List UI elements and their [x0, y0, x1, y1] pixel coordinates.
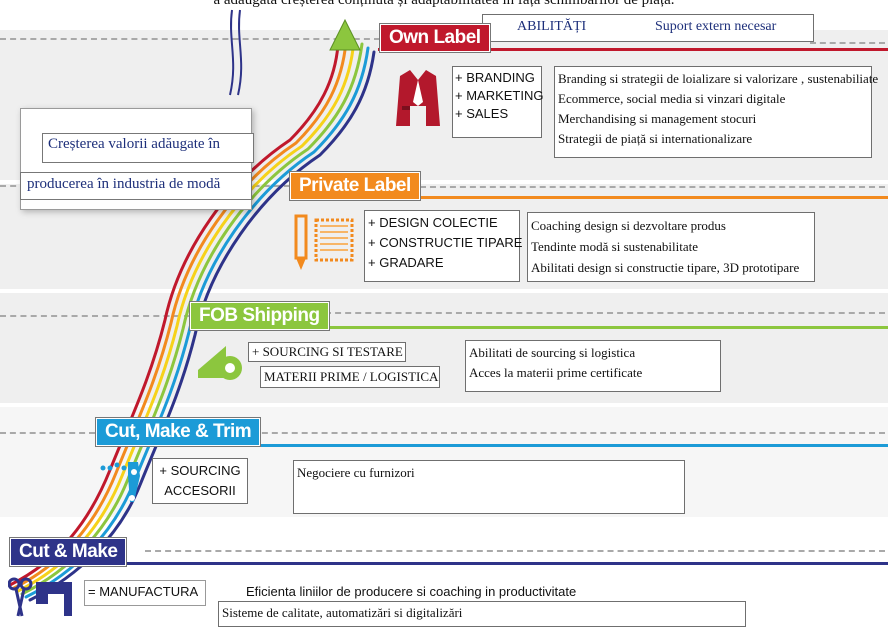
activity-grading: + GRADARE: [368, 255, 444, 270]
cut-make-line: [10, 562, 888, 565]
intro-text: a adăugată creșterea conținută și adapta…: [213, 0, 675, 8]
fob-support: Abilitati de sourcing si logistica Acces…: [465, 340, 721, 392]
cmt-support: Negociere cu furnizori: [293, 460, 685, 514]
buttons-zipper-icon: [100, 462, 140, 502]
activity-branding: + BRANDING: [455, 70, 535, 85]
cmt-activities: + SOURCING ACCESORII: [152, 458, 248, 504]
activity-manufacturing: = MANUFACTURA: [88, 584, 199, 599]
support-item: Branding si strategii de loializare si v…: [558, 71, 879, 86]
dashed-line-top: [0, 38, 380, 40]
activity-marketing: + MARKETING: [455, 88, 544, 103]
support-item: Negociere cu furnizori: [297, 465, 415, 480]
support-item: Acces la materii prime certificate: [469, 365, 643, 380]
cmt-line: [96, 444, 888, 447]
dashed-line-cmt-right: [232, 432, 885, 434]
own-label-support: Branding si strategii de loializare si v…: [554, 66, 879, 158]
cut-make-support-2: Sisteme de calitate, automatizări si dig…: [218, 601, 746, 627]
dashed-line-fob: [0, 315, 190, 317]
dashed-line-own: [810, 42, 885, 44]
activity-design: + DESIGN COLECTIE: [368, 215, 498, 230]
header-support: Suport extern necesar: [655, 19, 777, 34]
dashed-line-fob-right: [325, 312, 885, 314]
support-item: Coaching design si dezvoltare produs: [531, 218, 726, 233]
private-label-activities: + DESIGN COLECTIE + CONSTRUCTIE TIPARE +…: [364, 210, 523, 282]
support-item: Abilitati de sourcing si logistica: [469, 345, 636, 360]
private-label-line: [290, 196, 888, 199]
header-ability: ABILITĂȚI: [517, 19, 587, 34]
support-item: Merchandising si management stocuri: [558, 111, 757, 126]
band-fob: [0, 293, 888, 403]
pencil-fabric-icon: [294, 214, 354, 270]
fob-activity-1: + SOURCING SI TESTARE: [248, 342, 406, 362]
cut-make-support-1: Eficienta liniilor de producere si coach…: [246, 584, 577, 599]
cmt-tag: Cut, Make & Trim: [96, 418, 261, 446]
tag-title-line2: producerea în industria de modă: [20, 172, 252, 200]
private-label-support: Coaching design si dezvoltare produs Ten…: [527, 212, 815, 282]
support-item: Abilitati design si constructie tipare, …: [531, 260, 800, 275]
jacket-icon: [396, 70, 440, 126]
fob-line: [190, 326, 888, 329]
cut-make-activity: = MANUFACTURA: [84, 580, 206, 606]
tag-title-line1: Creșterea valorii adăugate în: [42, 133, 254, 163]
fabric-roll-icon: [198, 346, 242, 380]
activity-sales: + SALES: [455, 106, 509, 121]
cut-make-tag: Cut & Make: [10, 538, 127, 566]
private-label-tag: Private Label: [290, 172, 420, 200]
own-label-activities: + BRANDING + MARKETING + SALES: [452, 66, 544, 138]
support-item: Ecommerce, social media si vinzari digit…: [558, 91, 786, 106]
dashed-line-cmt: [0, 432, 95, 434]
scissors-sewing-machine-icon: [8, 577, 72, 617]
column-header: ABILITĂȚI Suport extern necesar: [482, 14, 814, 42]
dashed-line-cutmake: [145, 550, 885, 552]
own-label-line: [378, 48, 888, 51]
support-item: Tendinte modă si sustenabilitate: [531, 239, 698, 254]
fob-activity-2: MATERII PRIME / LOGISTICA: [260, 366, 440, 388]
dashed-line-private-right: [420, 186, 885, 188]
own-label-tag: Own Label: [380, 24, 490, 52]
activity-construction: + CONSTRUCTIE TIPARE: [368, 235, 523, 250]
fob-shipping-tag: FOB Shipping: [190, 302, 329, 330]
activity-accessories: ACCESORII: [164, 483, 236, 498]
support-item: Strategii de piață si internationalizare: [558, 131, 753, 146]
activity-sourcing: + SOURCING: [159, 463, 241, 478]
